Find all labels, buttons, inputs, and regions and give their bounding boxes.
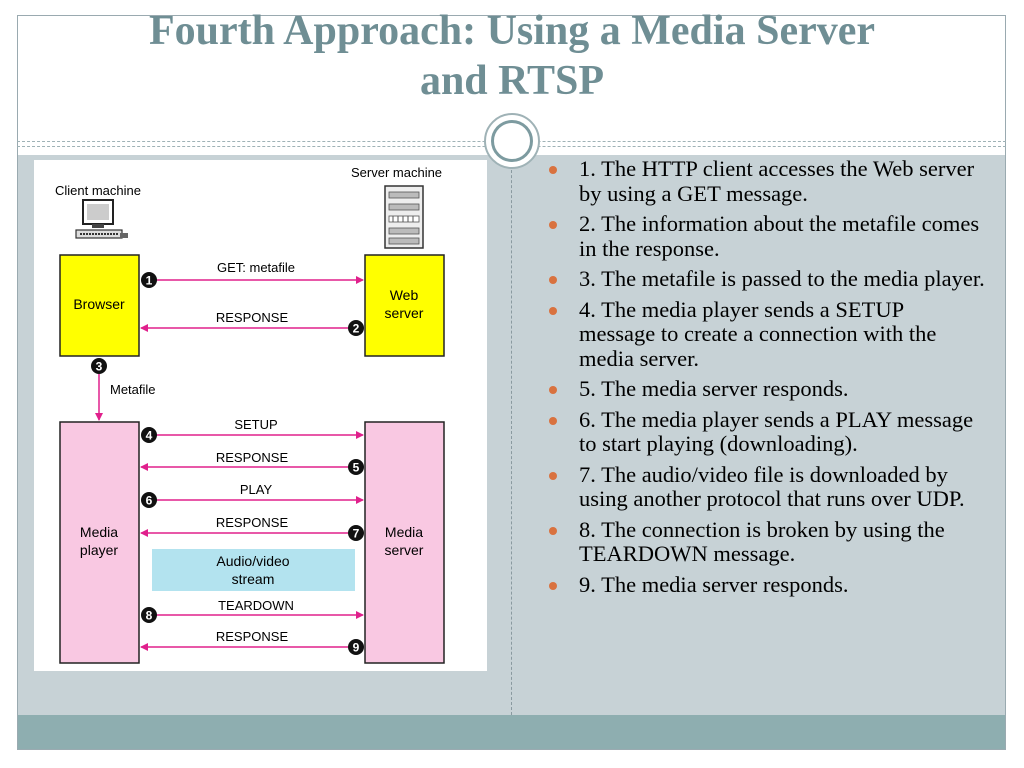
svg-text:2: 2 bbox=[353, 322, 360, 336]
browser-label: Browser bbox=[73, 296, 125, 312]
svg-text:8: 8 bbox=[146, 609, 153, 623]
rtsp-diagram-svg: Client machine Server machine bbox=[55, 165, 445, 664]
bullet-dot-icon bbox=[549, 416, 557, 425]
rtsp-diagram: Client machine Server machine bbox=[34, 160, 487, 671]
step-badge-3: 3 bbox=[91, 358, 107, 374]
slide-title: Fourth Approach: Using a Media Server an… bbox=[30, 6, 994, 106]
media-server-label-1: Media bbox=[385, 524, 423, 540]
stream-label-2: stream bbox=[232, 571, 275, 587]
bullet-dot-icon bbox=[549, 166, 557, 174]
web-server-box bbox=[364, 254, 445, 357]
server-machine-label: Server machine bbox=[351, 165, 442, 180]
bullet-text: 3. The metafile is passed to the media p… bbox=[579, 266, 985, 291]
svg-text:7: 7 bbox=[353, 527, 360, 541]
bullet-dot-icon bbox=[549, 471, 557, 480]
title-line-1: Fourth Approach: Using a Media Server bbox=[148, 8, 876, 54]
bullet-dot-icon bbox=[549, 306, 557, 315]
column-divider bbox=[511, 155, 512, 715]
svg-text:5: 5 bbox=[353, 461, 360, 475]
message-label-1: GET: metafile bbox=[217, 260, 295, 275]
bullet-item: 9. The media server responds. bbox=[545, 571, 985, 598]
bullet-text: 5. The media server responds. bbox=[579, 376, 849, 401]
bullet-dot-icon bbox=[549, 276, 557, 284]
step-badge-7: 7 bbox=[348, 525, 364, 541]
media-player-box bbox=[59, 421, 140, 664]
steps-bullet-list: 1. The HTTP client accesses the Web serv… bbox=[545, 156, 985, 603]
bullet-item: 8. The connection is broken by using the… bbox=[545, 516, 985, 567]
bullet-text: 8. The connection is broken by using the… bbox=[579, 516, 945, 566]
browser-box bbox=[59, 254, 140, 357]
svg-text:4: 4 bbox=[146, 429, 153, 443]
message-label-6: PLAY bbox=[240, 482, 273, 497]
bullet-item: 1. The HTTP client accesses the Web serv… bbox=[545, 156, 985, 206]
bullet-item: 4. The media player sends a SETUP messag… bbox=[545, 296, 985, 372]
bullet-text: 1. The HTTP client accesses the Web serv… bbox=[579, 156, 975, 206]
bullet-text: 6. The media player sends a PLAY message… bbox=[579, 406, 974, 456]
message-label-5: RESPONSE bbox=[216, 450, 289, 465]
bullet-item: 2. The information about the metafile co… bbox=[545, 211, 985, 261]
bullet-text: 9. The media server responds. bbox=[579, 571, 849, 597]
computer-icon bbox=[75, 199, 128, 239]
bullet-item: 5. The media server responds. bbox=[545, 376, 985, 402]
step-badge-2: 2 bbox=[348, 320, 364, 336]
bullet-text: 7. The audio/video file is downloaded by… bbox=[579, 461, 965, 511]
client-machine-label: Client machine bbox=[55, 183, 141, 198]
ornament-ring-icon bbox=[491, 120, 533, 162]
svg-text:3: 3 bbox=[96, 360, 103, 374]
media-player-label-2: player bbox=[80, 542, 118, 558]
message-label-8: TEARDOWN bbox=[218, 598, 294, 613]
bullet-dot-icon bbox=[549, 581, 557, 590]
media-player-label-1: Media bbox=[80, 524, 118, 540]
footer-bar bbox=[18, 715, 1005, 749]
message-label-9: RESPONSE bbox=[216, 629, 289, 644]
step-badge-1: 1 bbox=[141, 272, 157, 288]
svg-text:9: 9 bbox=[353, 641, 360, 655]
bullet-dot-icon bbox=[549, 386, 557, 394]
bullet-dot-icon bbox=[549, 526, 557, 535]
step-badge-5: 5 bbox=[348, 459, 364, 475]
bullet-dot-icon bbox=[549, 221, 557, 229]
media-server-box bbox=[364, 421, 445, 664]
slide-frame bbox=[17, 15, 1006, 750]
bullet-text: 2. The information about the metafile co… bbox=[579, 211, 980, 261]
message-label-2: RESPONSE bbox=[216, 310, 289, 325]
bullet-item: 7. The audio/video file is downloaded by… bbox=[545, 461, 985, 512]
message-label-7: RESPONSE bbox=[216, 515, 289, 530]
media-server-label-2: server bbox=[385, 542, 424, 558]
svg-text:6: 6 bbox=[146, 494, 153, 508]
step-badge-4: 4 bbox=[141, 427, 157, 443]
message-label-3: Metafile bbox=[110, 382, 156, 397]
message-label-4: SETUP bbox=[234, 417, 277, 432]
web-server-label-1: Web bbox=[390, 287, 419, 303]
stream-box bbox=[152, 549, 355, 591]
bullet-item: 6. The media player sends a PLAY message… bbox=[545, 406, 985, 457]
step-badge-8: 8 bbox=[141, 607, 157, 623]
title-line-2: and RTSP bbox=[419, 58, 605, 104]
web-server-label-2: server bbox=[385, 305, 424, 321]
svg-text:1: 1 bbox=[146, 274, 153, 288]
bullet-item: 3. The metafile is passed to the media p… bbox=[545, 266, 985, 292]
bullet-text: 4. The media player sends a SETUP messag… bbox=[579, 296, 937, 371]
stream-label-1: Audio/video bbox=[216, 553, 289, 569]
step-badge-9: 9 bbox=[348, 639, 364, 655]
server-tower-icon bbox=[384, 185, 424, 249]
step-badge-6: 6 bbox=[141, 492, 157, 508]
